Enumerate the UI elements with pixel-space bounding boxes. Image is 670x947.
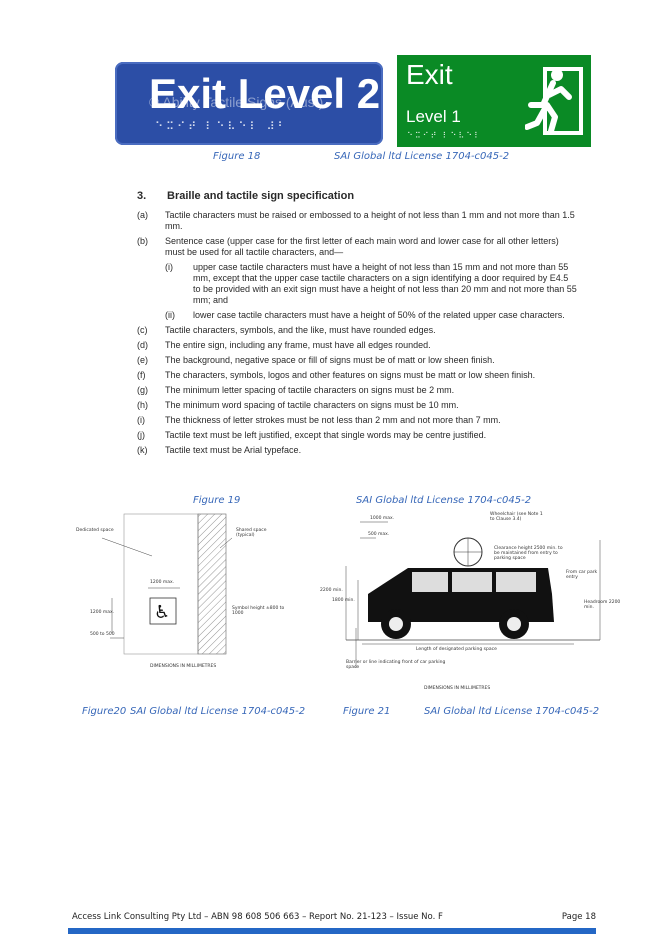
list-item: (h) The minimum word spacing of tactile … — [137, 400, 577, 411]
footer-text: Access Link Consulting Pty Ltd – ABN 98 … — [72, 912, 443, 922]
figure-19-caption: Figure 19 — [193, 495, 241, 506]
dimension-label: 1000 max. — [370, 516, 395, 521]
item-label: (e) — [137, 355, 148, 365]
sign-title: Exit — [406, 59, 453, 90]
item-text: Tactile text must be Arial typeface. — [165, 445, 302, 455]
accessible-parking-diagram: ♿ — [101, 513, 233, 655]
dimension-label: 1200 max. — [90, 610, 115, 615]
item-label: (f) — [137, 370, 146, 380]
dimension-label: 500 to 500 — [90, 632, 115, 637]
figure-21-caption: Figure 21 — [343, 706, 391, 717]
list-item: (c) Tactile characters, symbols, and the… — [137, 325, 577, 336]
item-text: upper case tactile characters must have … — [193, 262, 577, 305]
item-label: (h) — [137, 400, 148, 410]
item-label: (b) — [137, 236, 148, 246]
page-footer: Access Link Consulting Pty Ltd – ABN 98 … — [72, 912, 596, 922]
sign-braille: ⠑⠭⠊⠞ ⠇⠑⠧⠑⠇ — [407, 131, 482, 140]
item-text: Tactile characters must be raised or emb… — [165, 210, 575, 231]
clearance-label: Clearance height 2500 min. to be maintai… — [494, 546, 563, 561]
dedicated-space-label: Dedicated space — [76, 528, 114, 533]
dimension-label: 1200 max. — [150, 580, 175, 585]
item-text: The minimum letter spacing of tactile ch… — [165, 385, 455, 395]
wheelchair-note-label: Wheelchair (see Note 1 to Clause 3.4) — [490, 512, 543, 522]
item-text: The characters, symbols, logos and other… — [165, 370, 536, 380]
dimension-label: 500 max. — [368, 532, 390, 537]
figure-20-caption: Figure20 — [82, 706, 127, 717]
list-item: (e) The background, negative space or fi… — [137, 355, 577, 366]
exit-level-2-sign: Exit Level 2 © Ability Tactile Signs (Au… — [115, 62, 383, 145]
item-label: (a) — [137, 210, 148, 220]
sign-braille: ⠑⠭⠊⠞ ⠇⠑⠧⠑⠇ ⠼⠃ — [155, 121, 289, 133]
list-item: (g) The minimum letter spacing of tactil… — [137, 385, 577, 396]
dimensions-note: DIMENSIONS IN MILLIMETRES — [424, 686, 491, 691]
figure-20-panel: ♿ Dedicated space Shared space (typical)… — [72, 508, 302, 738]
figure-18-caption: Figure 18 — [213, 151, 261, 162]
item-text: Sentence case (upper case for the first … — [165, 236, 559, 257]
item-label: (d) — [137, 340, 148, 350]
length-label: Length of designated parking space — [416, 647, 497, 652]
van-parking-clearance-diagram — [345, 521, 601, 668]
page-number: Page 18 — [561, 912, 596, 922]
figure-18-license: SAI Global ltd License 1704-c045-2 — [334, 151, 510, 162]
figure-19-license: SAI Global ltd License 1704-c045-2 — [356, 495, 532, 506]
exit-level-1-sign: Exit Level 1 ⠑⠭⠊⠞ ⠇⠑⠧⠑⠇ — [397, 55, 591, 147]
dimension-label: 1800 min. — [332, 598, 355, 603]
dimensions-note: DIMENSIONS IN MILLIMETRES — [150, 664, 217, 669]
list-item: (d) The entire sign, including any frame… — [137, 340, 577, 351]
item-text: lower case tactile characters must have … — [193, 310, 565, 320]
list-item: (a) Tactile characters must be raised or… — [137, 210, 577, 232]
sign-text: Exit Level 2 — [149, 70, 381, 117]
item-text: Tactile text must be left justified, exc… — [165, 430, 487, 440]
headroom-label: Headroom 2200 min. — [584, 600, 621, 610]
sign-subtitle: Level 1 — [406, 107, 461, 126]
braille-spec-section: 3. Braille and tactile sign specificatio… — [137, 191, 577, 460]
item-label: (k) — [137, 445, 148, 455]
item-label: (c) — [137, 325, 148, 335]
list-item: (j) Tactile text must be left justified,… — [137, 430, 577, 441]
sub-list-item: (i) upper case tactile characters must h… — [137, 262, 577, 306]
symbol-height-label: Symbol height ±800 to 1000 — [232, 606, 285, 616]
figure-20-license: SAI Global ltd License 1704-c045-2 — [130, 706, 306, 717]
figure-21-panel: 1000 max. 500 max. Wheelchair (see Note … — [316, 508, 626, 708]
section-number: 3. — [137, 190, 147, 202]
item-text: The background, negative space or fill o… — [165, 355, 495, 365]
footer-bar — [68, 928, 596, 934]
item-text: The minimum word spacing of tactile char… — [165, 400, 459, 410]
barrier-label: Barrier or line indicating front of car … — [346, 660, 446, 670]
svg-text:♿: ♿ — [154, 602, 170, 623]
sign-watermark: © Ability Tactile Signs (Aust) — [149, 94, 324, 110]
figure-21-license: SAI Global ltd License 1704-c045-2 — [424, 706, 600, 717]
item-label: (j) — [137, 430, 145, 440]
dimension-label: 2200 min. — [320, 588, 343, 593]
list-item: (f) The characters, symbols, logos and o… — [137, 370, 577, 381]
from-car-park-label: From car park entry — [566, 570, 598, 580]
sub-list-item: (ii) lower case tactile characters must … — [137, 310, 577, 321]
running-man-exit-icon — [525, 67, 583, 135]
section-title: Braille and tactile sign specification — [167, 190, 355, 202]
section-heading: 3. Braille and tactile sign specificatio… — [137, 191, 577, 202]
list-item: (i) The thickness of letter strokes must… — [137, 415, 577, 426]
item-label: (i) — [165, 262, 173, 272]
item-text: The entire sign, including any frame, mu… — [165, 340, 431, 350]
list-item: (k) Tactile text must be Arial typeface. — [137, 445, 577, 456]
shared-space-label: Shared space (typical) — [236, 528, 267, 538]
item-text: Tactile characters, symbols, and the lik… — [165, 325, 436, 335]
item-label: (i) — [137, 415, 145, 425]
item-label: (ii) — [165, 310, 175, 320]
item-label: (g) — [137, 385, 148, 395]
list-item: (b) Sentence case (upper case for the fi… — [137, 236, 577, 258]
item-text: The thickness of letter strokes must be … — [165, 415, 501, 425]
